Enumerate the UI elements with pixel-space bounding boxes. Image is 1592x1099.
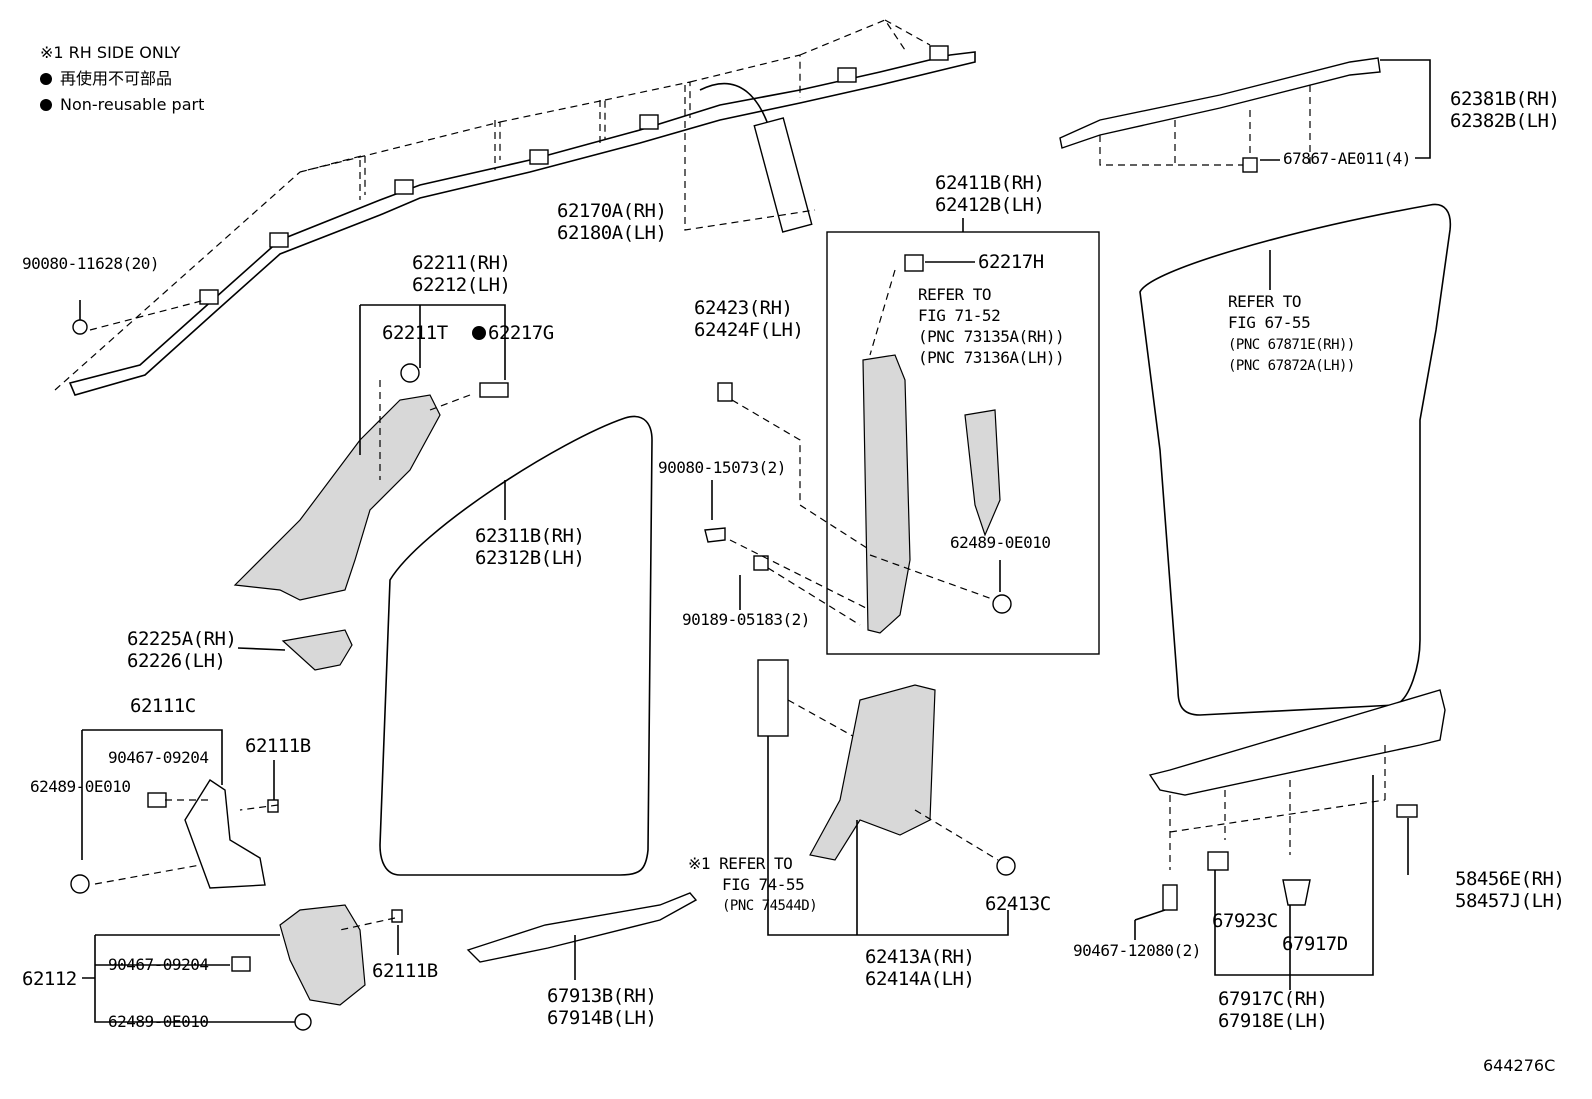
part-label[interactable]: 62381B(RH): [1450, 88, 1560, 110]
legend-nonreusable-en-text: Non-reusable part: [60, 95, 205, 114]
refer-text: (PNC 73136A(LH)): [918, 348, 1065, 367]
part-label[interactable]: 62412B(LH): [935, 194, 1045, 216]
refer-text: (PNC 74544D): [722, 898, 818, 914]
part-label[interactable]: 62312B(LH): [475, 547, 585, 569]
part-label[interactable]: 67917D: [1282, 933, 1348, 955]
front-door-weatherstrip: [379, 415, 653, 876]
part-label[interactable]: 62413C: [985, 893, 1051, 915]
nonreusable-dot-icon: [40, 73, 52, 85]
part-label[interactable]: 62424F(LH): [694, 319, 804, 341]
part-label[interactable]: 90467-09204: [108, 748, 209, 767]
part-label[interactable]: 58456E(RH): [1455, 868, 1565, 890]
part-label[interactable]: 62211T: [382, 322, 448, 344]
nonreusable-dot-icon: [472, 326, 486, 340]
refer-link[interactable]: FIG 74-55: [722, 875, 805, 894]
cowl-side-trim: [70, 729, 279, 894]
part-label[interactable]: 62413A(RH): [865, 946, 975, 968]
part-label[interactable]: 62170A(RH): [557, 200, 667, 222]
roof-side-garnish: [1059, 57, 1431, 173]
part-label[interactable]: 90080-15073(2): [658, 458, 786, 477]
part-label[interactable]: 90467-09204: [108, 955, 209, 974]
rear-door-weatherstrip: [1139, 203, 1452, 716]
front-scuff-plate: [466, 892, 698, 963]
part-label[interactable]: 62225A(RH): [127, 628, 237, 650]
part-label[interactable]: 62423(RH): [694, 297, 793, 319]
lower-b-pillar-garnish: [757, 659, 1016, 936]
part-label[interactable]: 62111C: [130, 695, 196, 717]
part-label[interactable]: 67914B(LH): [547, 1007, 657, 1029]
garnish-cap: [281, 629, 353, 671]
part-label[interactable]: 67923C: [1212, 910, 1278, 932]
legend-nonreusable-en: Non-reusable part: [40, 94, 204, 116]
refer-link[interactable]: FIG 67-55: [1228, 313, 1311, 332]
part-label[interactable]: 67918E(LH): [1218, 1010, 1328, 1032]
part-label[interactable]: 62112: [22, 968, 77, 990]
part-label[interactable]: 62489-0E010: [950, 533, 1051, 552]
refer-text: ※1 REFER TO: [688, 854, 793, 873]
part-label[interactable]: 62411B(RH): [935, 172, 1045, 194]
b-pillar-garnish: [826, 218, 1100, 655]
part-label[interactable]: 90080-11628(20): [22, 254, 160, 273]
part-label[interactable]: 90467-12080(2): [1073, 941, 1201, 960]
part-label[interactable]: 62217G: [472, 322, 554, 344]
part-label[interactable]: 67913B(RH): [547, 985, 657, 1007]
legend-nonreusable-jp-text: 再使用不可部品: [60, 69, 173, 88]
legend-nonreusable-jp: 再使用不可部品: [40, 68, 172, 90]
a-pillar-garnish: [233, 304, 509, 601]
clip-group: [704, 382, 871, 626]
part-label[interactable]: 62226(LH): [127, 650, 226, 672]
part-label[interactable]: 62111B: [245, 735, 311, 757]
refer-link[interactable]: FIG 71-52: [918, 306, 1001, 325]
part-label[interactable]: 58457J(LH): [1455, 890, 1565, 912]
refer-text: REFER TO: [918, 285, 992, 304]
curtain-airbag: [54, 19, 976, 396]
part-label[interactable]: 62414A(LH): [865, 968, 975, 990]
part-label-text: 62217G: [488, 322, 554, 344]
rear-scuff-plate: [1134, 689, 1446, 990]
part-label[interactable]: 62311B(RH): [475, 525, 585, 547]
part-label[interactable]: 62489-0E010: [108, 1012, 209, 1031]
part-label[interactable]: 62217H: [978, 251, 1044, 273]
part-label[interactable]: 62382B(LH): [1450, 110, 1560, 132]
part-label[interactable]: 62212(LH): [412, 274, 511, 296]
refer-text: (PNC 67872A(LH)): [1228, 358, 1355, 374]
part-label[interactable]: 62180A(LH): [557, 222, 667, 244]
part-label[interactable]: 62211(RH): [412, 252, 511, 274]
refer-text: (PNC 73135A(RH)): [918, 327, 1065, 346]
nonreusable-dot-icon: [40, 99, 52, 111]
part-label[interactable]: 67917C(RH): [1218, 988, 1328, 1010]
part-label[interactable]: 90189-05183(2): [682, 610, 810, 629]
part-label[interactable]: 67867-AE011(4): [1283, 149, 1411, 168]
part-label[interactable]: 62111B: [372, 960, 438, 982]
refer-text: (PNC 67871E(RH)): [1228, 337, 1355, 353]
legend-rh-only: ※1 RH SIDE ONLY: [40, 43, 181, 62]
figure-code: 644276C: [1483, 1056, 1556, 1075]
refer-text: REFER TO: [1228, 292, 1302, 311]
part-label[interactable]: 62489-0E010: [30, 777, 131, 796]
kick-panel: [82, 904, 403, 1031]
